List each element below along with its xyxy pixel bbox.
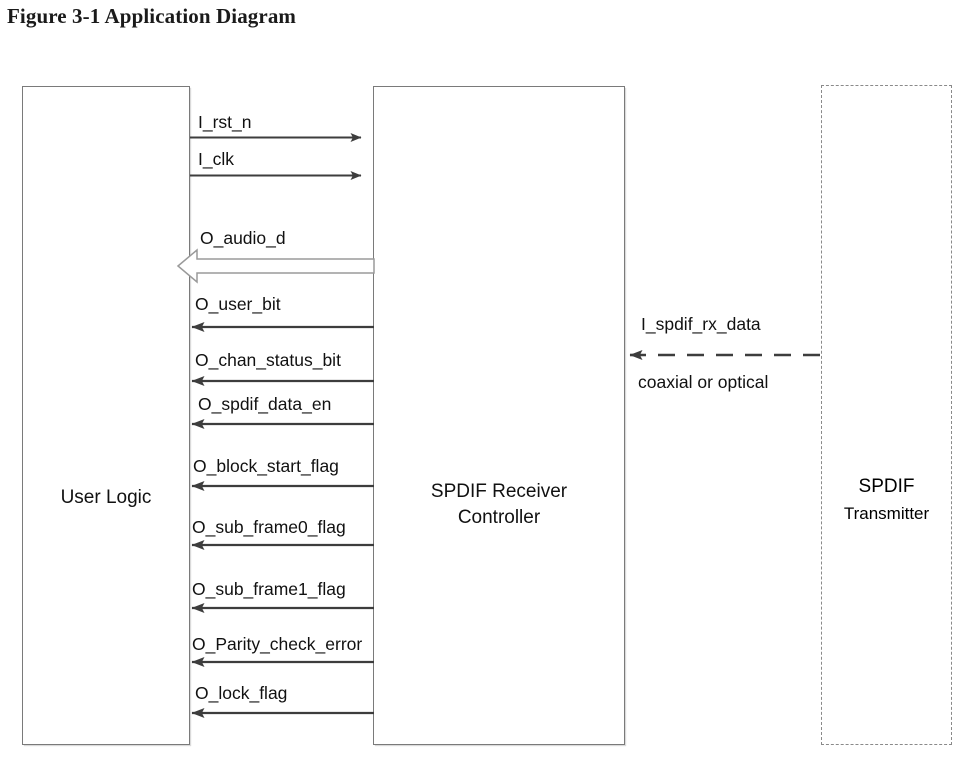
signal-label-o-block-start-flag: O_block_start_flag <box>193 456 339 476</box>
signal-label-medium: coaxial or optical <box>638 372 769 392</box>
signal-label-o-chan-status-bit: O_chan_status_bit <box>195 350 341 370</box>
signal-label-o-audio-d: O_audio_d <box>200 228 286 248</box>
signal-label-o-parity-check-error: O_Parity_check_error <box>192 634 363 654</box>
signal-label-o-lock-flag: O_lock_flag <box>195 683 288 703</box>
figure-title: Figure 3-1 Application Diagram <box>7 4 297 28</box>
signal-label-i-clk: I_clk <box>198 149 234 169</box>
signal-label-i-spdif-rx-data: I_spdif_rx_data <box>641 314 761 334</box>
block-spdif-transmitter: SPDIF Transmitter <box>821 85 952 745</box>
block-spdif-receiver-controller-label: SPDIF Receiver Controller <box>430 481 568 528</box>
signal-label-i-rst-n: I_rst_n <box>198 112 252 132</box>
block-spdif-transmitter-label-main: SPDIF <box>858 476 915 497</box>
signal-label-o-spdif-data-en: O_spdif_data_en <box>198 394 332 414</box>
signal-label-o-sub-frame0-flag: O_sub_frame0_flag <box>192 517 346 537</box>
connector-o-audio-d <box>176 248 375 284</box>
signal-label-o-sub-frame1-flag: O_sub_frame1_flag <box>192 579 346 599</box>
block-user-logic-label: User Logic <box>60 487 152 508</box>
block-spdif-transmitter-label-sub: Transmitter <box>843 504 930 523</box>
block-spdif-receiver-controller: SPDIF Receiver Controller <box>373 86 625 745</box>
signal-label-o-user-bit: O_user_bit <box>195 294 281 314</box>
block-user-logic: User Logic <box>22 86 190 745</box>
